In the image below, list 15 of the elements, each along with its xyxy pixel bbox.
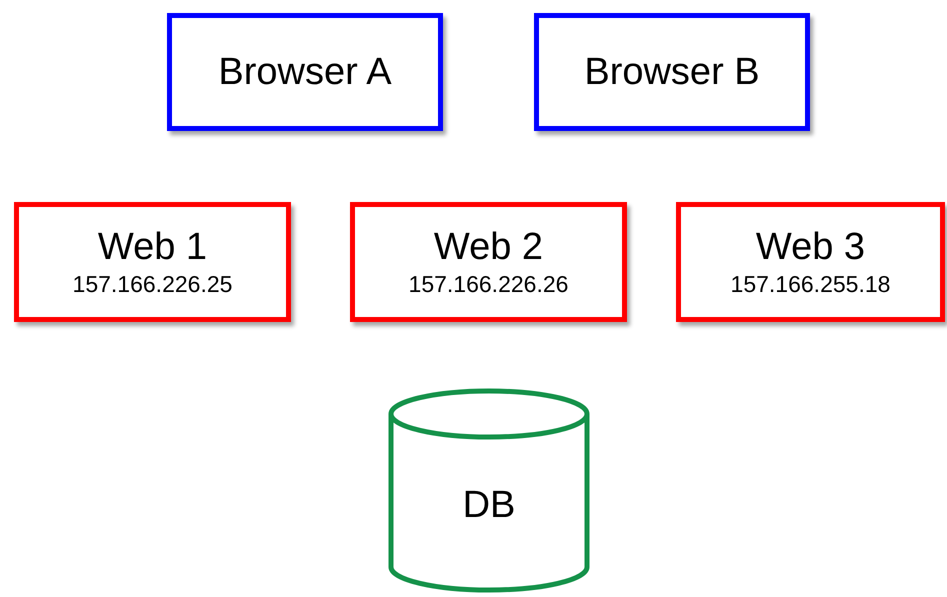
node-title: Web 1 [98,225,208,269]
server-box [14,202,291,322]
server-box [350,202,627,322]
database-cylinder [388,388,590,593]
node-title: Browser B [584,50,760,94]
node-title: Web 3 [756,225,866,269]
node-title: Web 2 [434,225,544,269]
ip-address: 157.166.255.18 [730,270,890,299]
ip-address: 157.166.226.25 [72,270,232,299]
node-title: DB [462,482,516,526]
browser-box [534,13,810,131]
node-title: Browser A [218,50,392,94]
ip-address: 157.166.226.26 [408,270,568,299]
browser-box [167,13,443,131]
server-box [676,202,945,322]
